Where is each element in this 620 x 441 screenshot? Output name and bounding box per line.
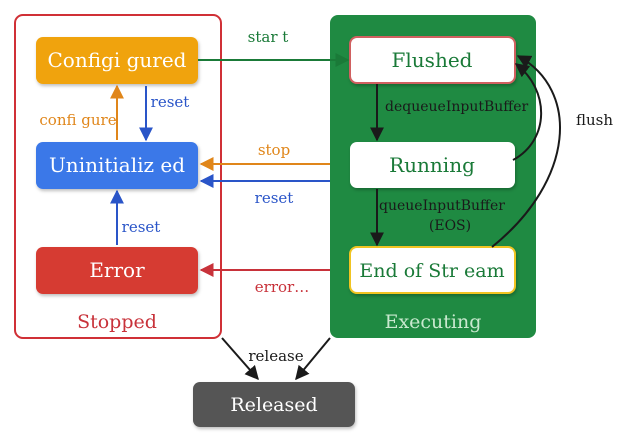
release-arrow-from-stopped xyxy=(221,337,259,381)
error-state xyxy=(36,247,198,294)
flush-label: flush xyxy=(576,111,613,129)
end-of-stream-state-label: End of Str eam xyxy=(359,260,504,282)
released-state xyxy=(193,382,355,427)
flushed-state-label: Flushed xyxy=(392,48,473,72)
uninitialized-state xyxy=(36,142,198,189)
configured-reset-label: reset xyxy=(151,93,190,111)
error-label: error… xyxy=(255,278,309,296)
flush-arrow-from-eos xyxy=(491,55,561,248)
executing-group-label: Executing xyxy=(385,311,482,333)
configured-state-label: Configi gured xyxy=(47,48,186,72)
configured-state xyxy=(36,37,198,84)
start-label: star t xyxy=(248,28,289,46)
release-label: release xyxy=(248,347,303,365)
stop-label: stop xyxy=(258,141,290,159)
flushed-state xyxy=(349,36,516,84)
dequeue-label: dequeueInputBuffer xyxy=(385,99,529,115)
released-state-label: Released xyxy=(230,394,317,416)
running-state xyxy=(350,142,515,188)
running-state-label: Running xyxy=(389,153,475,177)
reset-label: reset xyxy=(255,189,294,207)
end-of-stream-state xyxy=(349,246,516,294)
stopped-group-label: Stopped xyxy=(77,311,157,333)
error-reset-label: reset xyxy=(122,218,161,236)
configure-label: confi gure xyxy=(39,111,116,129)
uninitialized-state-label: Uninitializ ed xyxy=(49,153,185,177)
queue-eos-label-line2: (EOS) xyxy=(429,218,471,234)
queue-eos-label-line1: queueInputBuffer xyxy=(379,198,505,214)
release-arrow-from-executing xyxy=(295,337,331,381)
flush-arrow-from-running xyxy=(512,63,543,161)
error-state-label: Error xyxy=(89,258,145,282)
